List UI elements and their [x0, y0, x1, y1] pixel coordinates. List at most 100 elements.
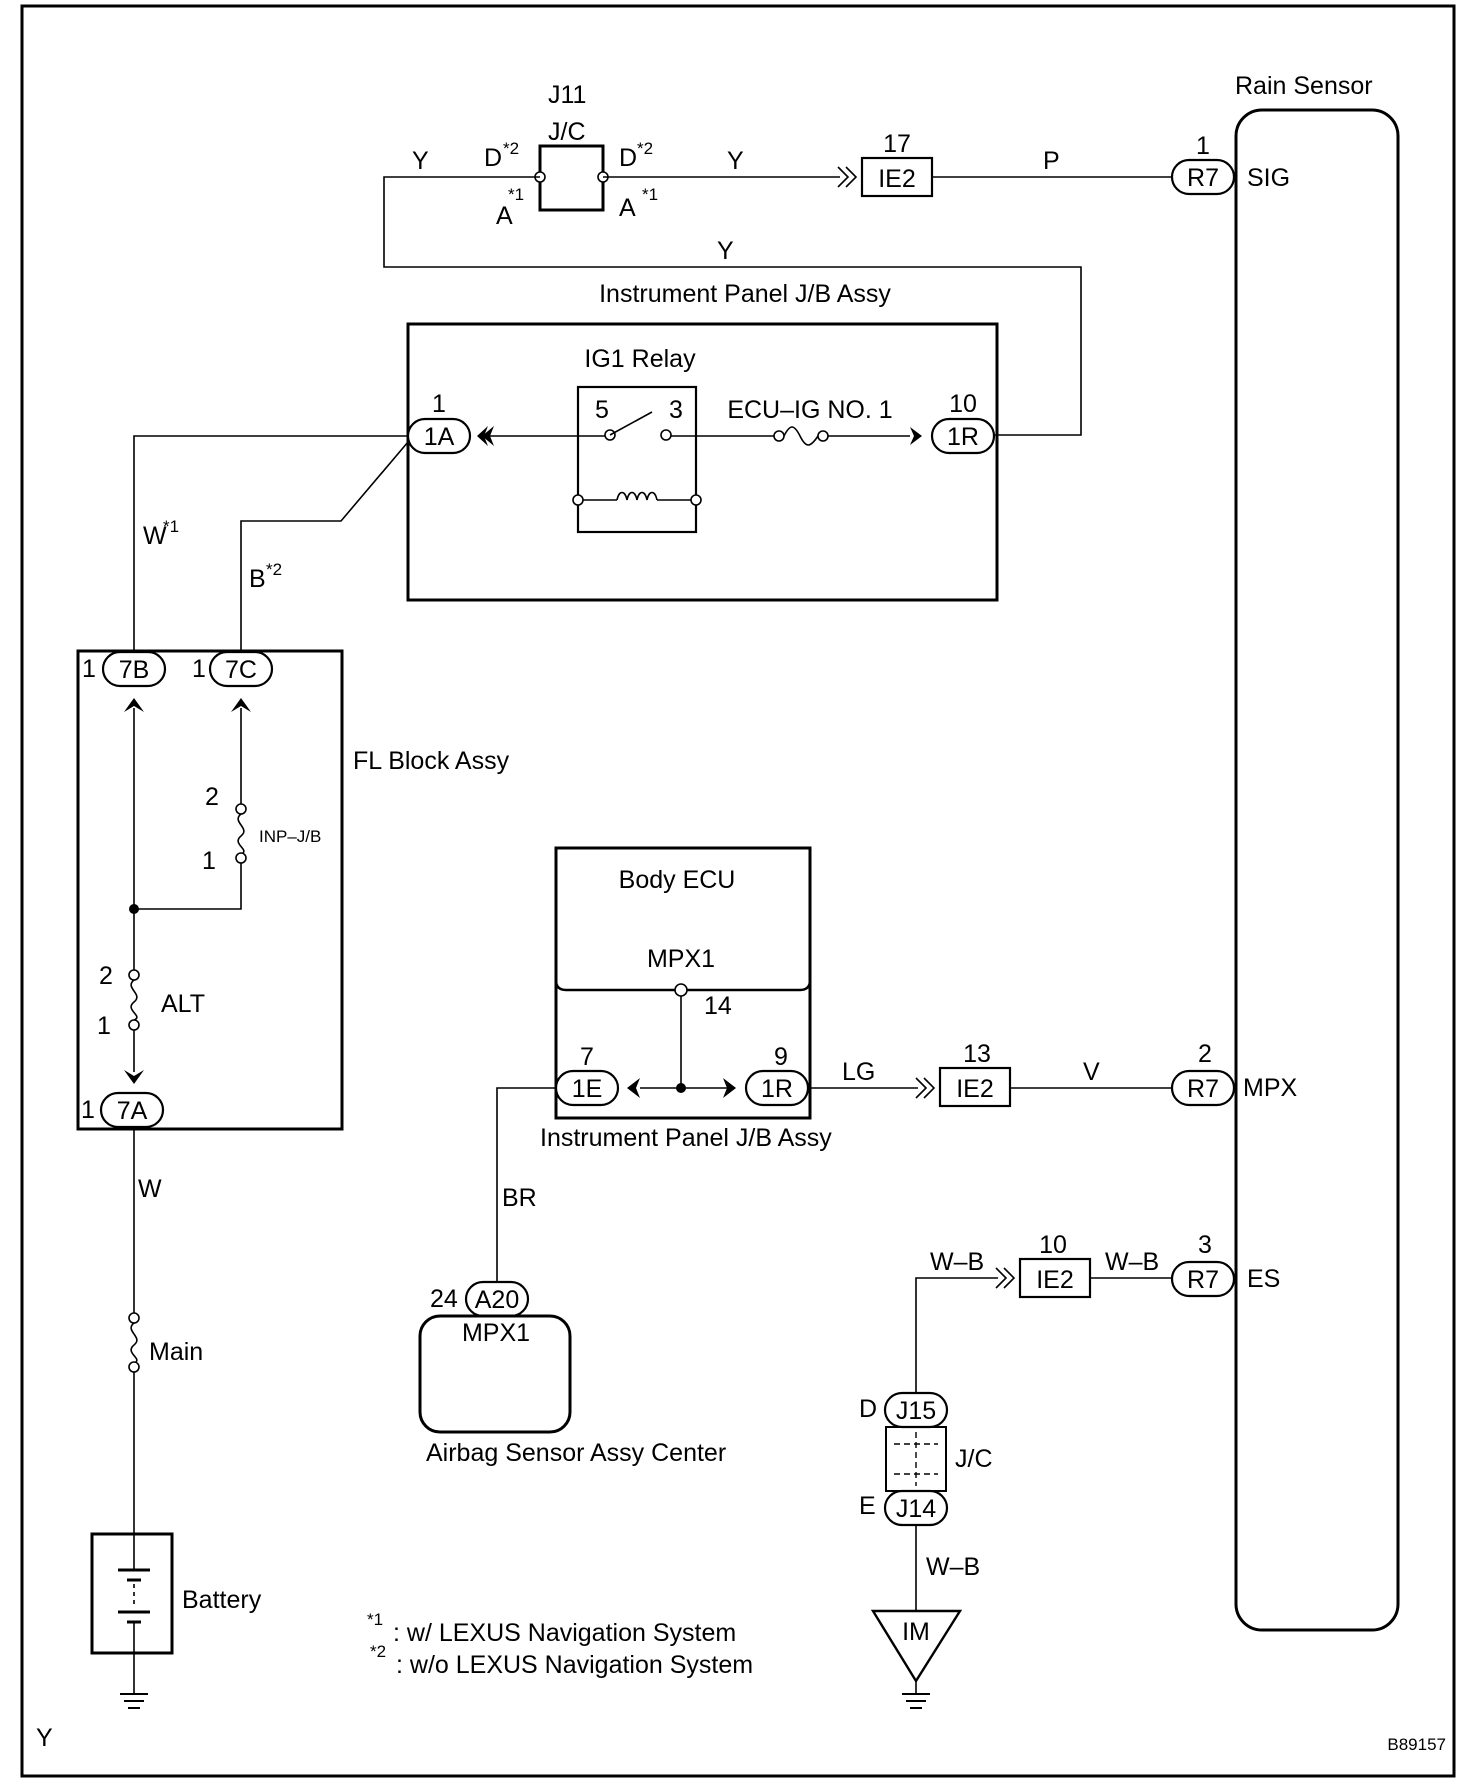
wire-wb-ground: W–B	[926, 1553, 980, 1581]
ip-jb-bottom-title: Instrument Panel J/B Assy	[540, 1124, 832, 1152]
wire-y-loop: Y	[717, 237, 734, 265]
wire-v: V	[1083, 1058, 1100, 1086]
inp-jb-pin1: 1	[202, 847, 216, 875]
diagram-frame	[20, 4, 1456, 1778]
wire-w-note: *1	[163, 517, 179, 536]
ie2-top-pin: 17	[883, 130, 911, 158]
airbag-mpx1: MPX1	[462, 1319, 530, 1347]
ie2-mid-name: IE2	[956, 1075, 994, 1103]
j11-title: J11	[548, 81, 586, 109]
battery-label: Battery	[182, 1586, 262, 1614]
c7c-name: 7C	[225, 656, 257, 684]
c7c-pin: 1	[192, 655, 206, 683]
wire-w-main: W	[138, 1175, 162, 1203]
ground-im-label: IM	[902, 1618, 930, 1646]
body-ecu-title: Body ECU	[619, 866, 736, 894]
c1a-name: 1A	[424, 423, 455, 451]
connector-1a: 1A 1	[406, 390, 488, 455]
note1-text: : w/ LEXUS Navigation System	[393, 1619, 736, 1647]
c1r-top-name: 1R	[947, 423, 979, 451]
alt-pin1: 1	[97, 1012, 111, 1040]
ie2-low-pin: 10	[1039, 1231, 1067, 1259]
ie2-low-name: IE2	[1036, 1266, 1074, 1294]
ig1-pin5: 5	[595, 396, 609, 424]
wire-wb-left: W–B	[930, 1248, 984, 1276]
main-fuse-label: Main	[149, 1338, 203, 1366]
footer-code: B89157	[1387, 1735, 1446, 1754]
wire-wb-right: W–B	[1105, 1248, 1159, 1276]
connector-r7-mpx: R7 2	[1170, 1040, 1236, 1107]
r7-mpx-pin: 2	[1198, 1040, 1212, 1068]
wire-y-right: Y	[727, 147, 744, 175]
j11-subtitle: J/C	[548, 118, 586, 146]
ig1-pin3: 3	[669, 396, 683, 424]
c7a-pin: 1	[81, 1096, 95, 1124]
inp-jb-pin2: 2	[205, 783, 219, 811]
ie2-top-name: IE2	[878, 165, 916, 193]
j11-note2-left: *2	[503, 139, 519, 158]
rain-sensor-sig: SIG	[1247, 164, 1290, 192]
connector-r7-sig: R7 1	[1170, 132, 1236, 196]
fl-block-title: FL Block Assy	[353, 747, 510, 775]
j15-pin-d: D	[859, 1395, 877, 1423]
rain-sensor: Rain Sensor SIG MPX ES	[1234, 72, 1400, 1632]
airbag-title: Airbag Sensor Assy Center	[426, 1439, 726, 1467]
connector-1r-bottom: 1R 9	[744, 1043, 810, 1107]
wire-y-left: Y	[412, 147, 429, 175]
note1-mark: *1	[367, 1610, 383, 1629]
inp-jb-fuse-label: INP–J/B	[259, 827, 321, 846]
j11-pin-right-alt: A	[619, 194, 636, 222]
wire-w: W	[143, 522, 167, 550]
j15-j14-junction: D J15 J/C E J14	[859, 1391, 993, 1527]
j11-pin-left-alt: A	[496, 202, 513, 230]
j11-note1-left: *1	[508, 185, 524, 204]
notes: *1 : w/ LEXUS Navigation System *2 : w/o…	[367, 1610, 753, 1679]
a20-name: A20	[475, 1286, 519, 1314]
connector-1r-top: 1R 10	[930, 390, 996, 455]
note2-text: : w/o LEXUS Navigation System	[396, 1651, 753, 1679]
ecu-ig-fuse: ECU–IG NO. 1	[727, 396, 893, 446]
battery: Battery	[90, 1532, 262, 1655]
r7-sig-pin: 1	[1196, 132, 1210, 160]
body-ecu: Body ECU MPX1 14	[554, 846, 812, 1120]
wire-lg: LG	[842, 1058, 875, 1086]
r7-mpx-name: R7	[1187, 1075, 1219, 1103]
c7b-name: 7B	[119, 656, 150, 684]
j11-note1-right: *1	[642, 185, 658, 204]
connector-ie2-pin13: IE2 13	[915, 1040, 1012, 1108]
j11-pin-left: D	[484, 144, 502, 172]
c1e-name: 1E	[572, 1075, 603, 1103]
footer-left: Y	[36, 1724, 53, 1752]
ig1-relay: IG1 Relay 5 3	[572, 345, 702, 534]
j11-note2-right: *2	[637, 139, 653, 158]
wire-p: P	[1043, 147, 1060, 175]
main-fuse: Main	[128, 1312, 203, 1373]
wire-b: B	[249, 565, 266, 593]
j11-pin-right: D	[619, 144, 637, 172]
connector-1e: 1E 7	[554, 1043, 620, 1107]
rain-sensor-mpx: MPX	[1243, 1074, 1298, 1102]
rain-sensor-title: Rain Sensor	[1235, 72, 1373, 100]
j14-pin-e: E	[859, 1492, 876, 1520]
r7-es-name: R7	[1187, 1266, 1219, 1294]
r7-sig-name: R7	[1187, 164, 1219, 192]
connector-r7-es: R7 3	[1170, 1231, 1236, 1298]
connector-ie2-pin10: IE2 10	[995, 1231, 1092, 1299]
alt-pin2: 2	[99, 962, 113, 990]
a20-pin: 24	[430, 1285, 458, 1313]
alt-fuse-label: ALT	[161, 990, 205, 1018]
ground-battery	[120, 1653, 148, 1709]
r7-es-pin: 3	[1198, 1231, 1212, 1259]
ip-jb-top-title: Instrument Panel J/B Assy	[599, 280, 891, 308]
airbag-sensor-assy-center: 24 A20 MPX1 Airbag Sensor Assy Center	[418, 1280, 726, 1467]
rain-sensor-es: ES	[1247, 1265, 1280, 1293]
j14-name: J14	[896, 1495, 936, 1523]
c1r-bottom-name: 1R	[761, 1075, 793, 1103]
j11-junction-connector: J11 J/C D *2 D *2 A *1 A *1	[484, 81, 658, 230]
j15-jc-label: J/C	[955, 1445, 993, 1473]
c7a-name: 7A	[117, 1097, 148, 1125]
ground-im: IM	[870, 1609, 963, 1709]
c7b-pin: 1	[82, 655, 96, 683]
ig1-relay-title: IG1 Relay	[584, 345, 696, 373]
